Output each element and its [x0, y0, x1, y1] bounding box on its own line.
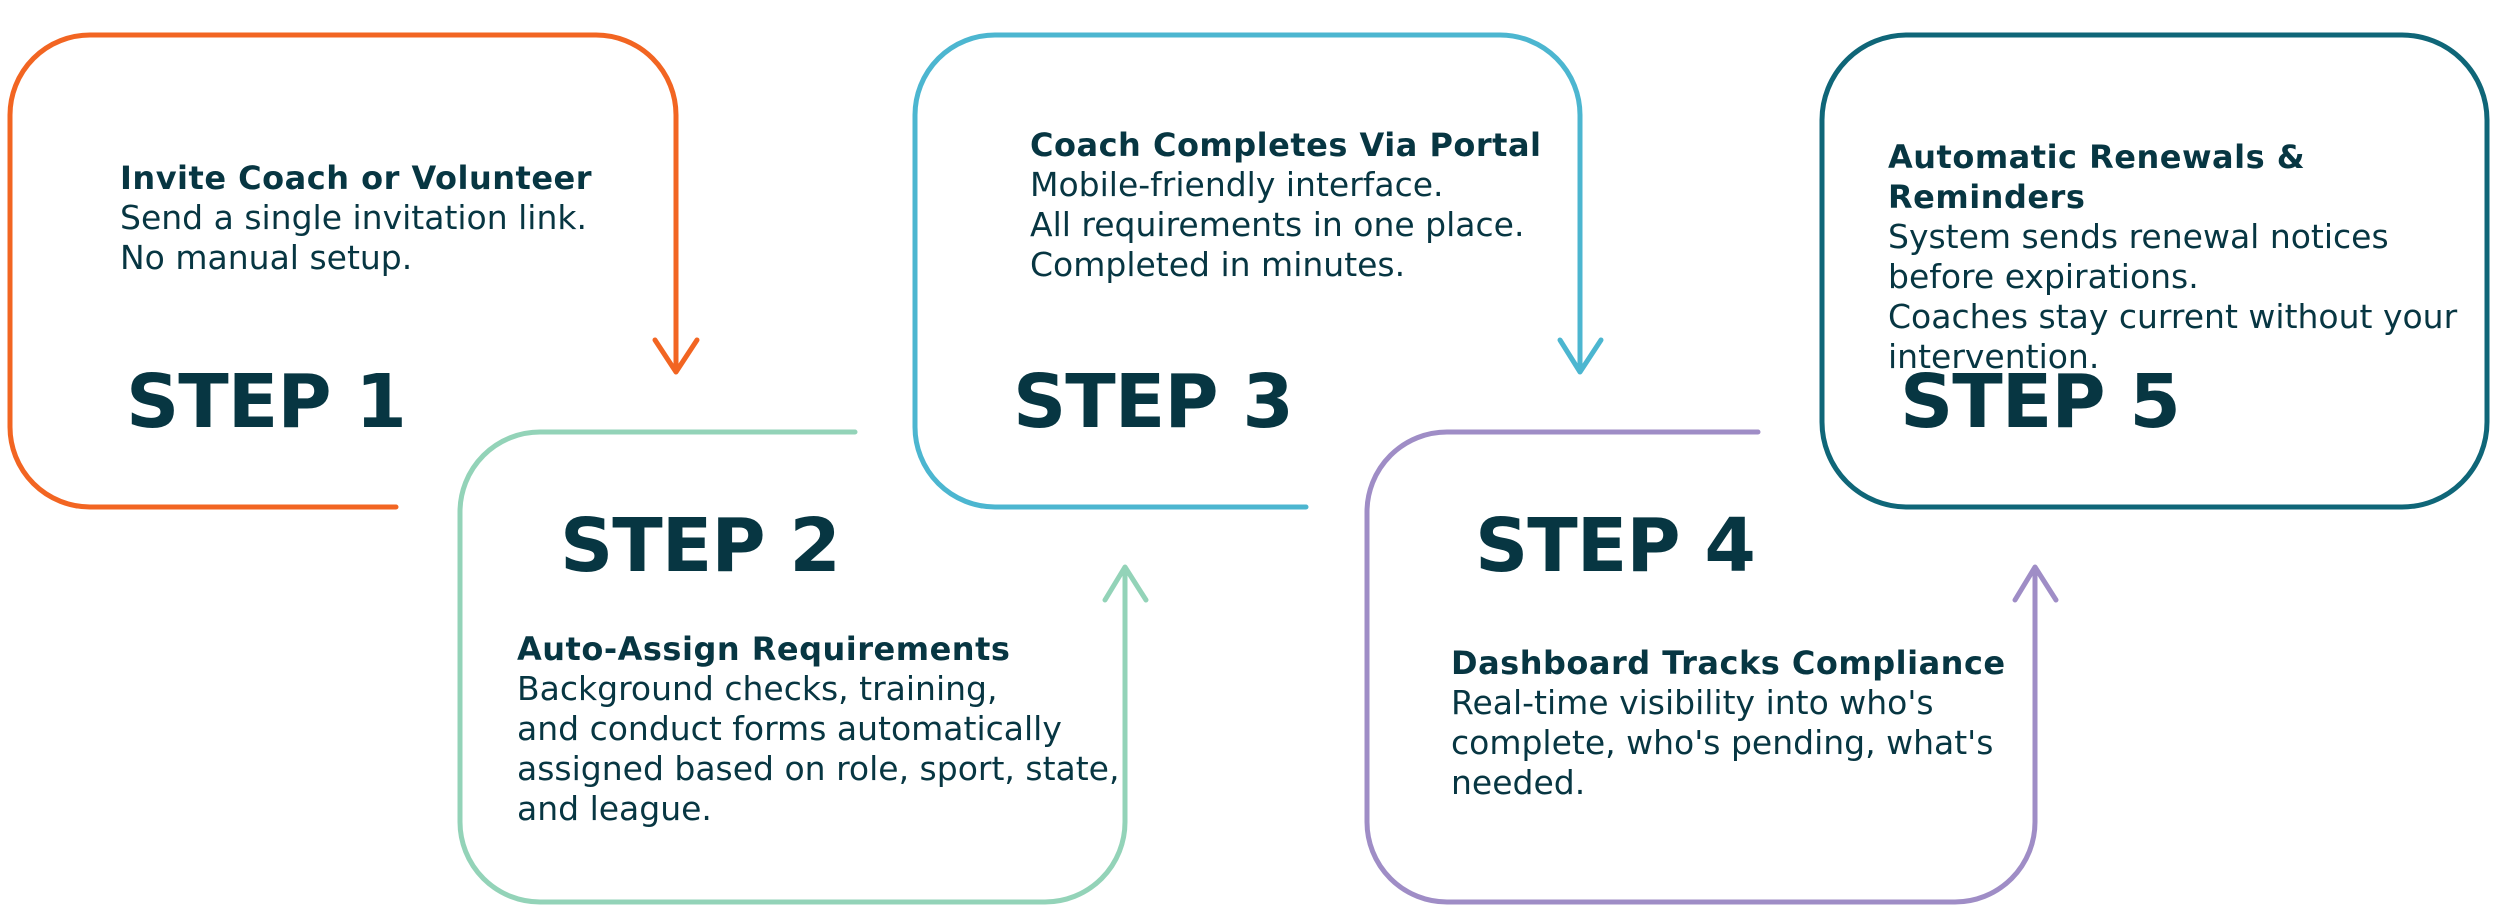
step-3-arrow [1557, 337, 1604, 375]
step-1-description: Invite Coach or Volunteer Send a single … [120, 158, 592, 278]
step-1-title: Invite Coach or Volunteer [120, 159, 593, 197]
step-4-description: Dashboard Tracks Compliance Real-time vi… [1451, 643, 2006, 803]
step-3-outline [912, 32, 1583, 510]
step-3-line: Completed in minutes. [1030, 245, 1406, 284]
step-1-line: No manual setup. [120, 238, 413, 277]
step-5-description: Automatic Renewals & Reminders System se… [1888, 137, 2497, 377]
step-3-title: Coach Completes Via Portal [1030, 126, 1542, 164]
step-2-line: Background checks, training, [517, 669, 998, 708]
step-5-line: Coaches stay current without your [1888, 297, 2458, 336]
step-4-line: complete, who's pending, what's [1451, 723, 1994, 762]
step-4-outline [1364, 429, 2038, 905]
step-2-title: Auto-Assign Requirements [517, 630, 1011, 668]
step-2-description: Auto-Assign Requirements Background chec… [517, 629, 1119, 829]
step-2-arrow [1102, 564, 1149, 603]
step-5-line: System sends renewal notices [1888, 217, 2389, 256]
step-3-line: All requirements in one place. [1030, 205, 1525, 244]
step-3-line: Mobile-friendly interface. [1030, 165, 1444, 204]
step-1-outline [7, 32, 679, 510]
step-5-line: before expirations. [1888, 257, 2199, 296]
step-1-label: STEP 1 [126, 359, 407, 445]
step-4-title: Dashboard Tracks Compliance [1451, 644, 2006, 682]
step-5-outline [1819, 32, 2490, 510]
step-3-description: Coach Completes Via Portal Mobile-friend… [1030, 125, 1542, 285]
step-2-line: and league. [517, 789, 712, 828]
step-4-arrow [2012, 564, 2059, 603]
step-1-arrow [652, 337, 700, 375]
step-2-label: STEP 2 [560, 503, 841, 589]
step-4-label: STEP 4 [1475, 503, 1756, 589]
step-4-line: needed. [1451, 763, 1586, 802]
step-2-line: and conduct forms automatically [517, 709, 1062, 748]
step-3-label: STEP 3 [1013, 359, 1294, 445]
step-4-line: Real-time visibility into who's [1451, 683, 1934, 722]
step-2-outline [457, 429, 1128, 905]
step-2-line: assigned based on role, sport, state, [517, 749, 1120, 788]
step-5-label: STEP 5 [1900, 359, 2181, 445]
step-5-line: intervention. [1888, 337, 2100, 376]
step-5-title: Automatic Renewals & Reminders [1888, 138, 2306, 216]
step-1-line: Send a single invitation link. [120, 198, 587, 237]
